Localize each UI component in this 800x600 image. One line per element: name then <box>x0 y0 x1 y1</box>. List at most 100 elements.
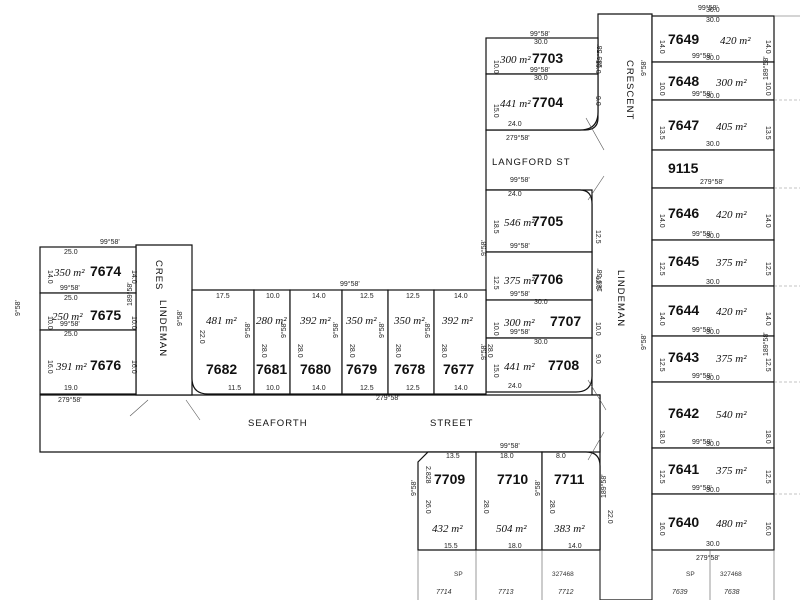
dimension-label: 30.0 <box>706 7 720 14</box>
dimension-label: 16.0 <box>130 360 137 374</box>
dimension-label: 14.0 <box>46 270 53 284</box>
dimension-label: 14.0 <box>658 312 665 326</box>
lot-7711[interactable] <box>541 451 601 551</box>
lot-7643[interactable] <box>651 335 775 383</box>
dimension-label: 12.5 <box>764 358 771 372</box>
dimension-label: 10.0 <box>266 385 280 392</box>
lot-number-7642: 7642 <box>668 405 699 421</box>
lot-7682[interactable] <box>191 289 255 395</box>
lot-area-7640: 480 m² <box>716 518 747 530</box>
bearing-label: 9°58' <box>640 60 648 76</box>
bearing-label: 99°58' <box>530 30 550 38</box>
lot-7642[interactable] <box>651 381 775 449</box>
lot-7645[interactable] <box>651 239 775 287</box>
dimension-label: 26.0 <box>424 500 431 514</box>
dimension-label: 12.5 <box>360 293 374 300</box>
dimension-label: 10.0 <box>266 293 280 300</box>
street-lindeman-right: LINDEMAN <box>615 270 626 327</box>
dimension-label: 18.5 <box>492 220 499 234</box>
lot-7678[interactable] <box>387 289 435 395</box>
dimension-label: 12.5 <box>764 262 771 276</box>
lot-number-7645: 7645 <box>668 253 699 269</box>
dimension-label: 28.0 <box>486 344 493 358</box>
lot-7708[interactable] <box>485 337 593 393</box>
lot-7679[interactable] <box>341 289 389 395</box>
dimension-label: 16.0 <box>764 522 771 536</box>
dimension-label: 10.0 <box>46 316 53 330</box>
lot-7648[interactable] <box>651 61 775 101</box>
lot-7680[interactable] <box>289 289 343 395</box>
lot-7705[interactable] <box>485 189 593 253</box>
adjoining-lot-7713: 7713 <box>498 589 514 596</box>
seaforth-street-reserve <box>39 394 601 453</box>
lot-7709[interactable] <box>417 451 477 551</box>
bearing-label: 99°58' <box>340 280 360 288</box>
lot-area-7703: 300 m² <box>499 54 531 66</box>
lot-number-7708: 7708 <box>548 357 579 373</box>
adjoining-lot-7639: 7639 <box>672 589 688 596</box>
lot-7703[interactable] <box>485 37 599 75</box>
bearing-label: 9°58' <box>244 322 252 338</box>
bearing-label: 99°58' <box>692 230 712 238</box>
bearing-label: 9°58' <box>480 240 488 256</box>
lot-area-7647: 405 m² <box>716 121 747 133</box>
lot-area-7711: 383 m² <box>553 523 585 535</box>
dimension-label: 11.5 <box>228 385 241 392</box>
dimension-label: 10.0 <box>492 322 499 336</box>
dimension-label: 12.5 <box>406 293 420 300</box>
bearing-label: 9°58' <box>480 344 488 360</box>
lot-number-7678: 7678 <box>394 361 425 377</box>
dimension-label: 30.0 <box>706 55 720 62</box>
dimension-label: 18.0 <box>508 543 522 550</box>
dimension-label: 28.0 <box>296 344 303 358</box>
lot-7704[interactable] <box>485 73 599 131</box>
lot-area-7681: 280 m² <box>256 315 287 327</box>
dimension-label: 9.0 <box>594 96 601 106</box>
bearing-label: 9°58' <box>332 322 340 338</box>
lot-7644[interactable] <box>651 285 775 337</box>
lot-number-7711: 7711 <box>554 471 585 487</box>
lot-7649[interactable] <box>651 15 775 63</box>
lot-7675[interactable] <box>39 292 137 331</box>
bearing-label: 99°58' <box>692 484 712 492</box>
street-lindeman-left: LINDEMAN <box>157 300 168 357</box>
dimension-label: 16.0 <box>658 522 665 536</box>
lot-7677[interactable] <box>433 289 487 395</box>
dimension-label: 30.0 <box>706 17 720 24</box>
dimension-label: 14.0 <box>764 40 771 54</box>
bearing-label: 99°58' <box>692 90 712 98</box>
street-cres-left: CRES <box>153 260 164 290</box>
dimension-label: 10.0 <box>764 82 771 96</box>
lot-area-7677: 392 m² <box>441 315 473 327</box>
lot-7674[interactable] <box>39 246 137 294</box>
dimension-label: 25.0 <box>64 331 78 338</box>
dimension-label: 10.0 <box>594 322 601 336</box>
lot-number-7644: 7644 <box>668 302 699 318</box>
bearing-label: 9°58' <box>176 310 184 326</box>
lot-7706[interactable] <box>485 251 593 301</box>
lot-number-7674: 7674 <box>90 263 121 279</box>
dimension-label: 10.0 <box>492 60 499 74</box>
dimension-label: 14.0 <box>312 293 326 300</box>
dimension-label: 28.0 <box>260 344 267 358</box>
bearing-label: 99°58' <box>60 320 80 328</box>
lot-number-7648: 7648 <box>668 73 699 89</box>
lot-number-9115: 9115 <box>668 160 699 176</box>
dimension-label: 24.0 <box>508 383 522 390</box>
dimension-label: 25.0 <box>64 249 78 256</box>
lot-7676[interactable] <box>39 329 137 395</box>
dimension-label: 9.0 <box>594 354 601 364</box>
lot-area-7641: 375 m² <box>715 465 747 477</box>
bearing-label: 99°58' <box>510 176 530 184</box>
lot-7681[interactable] <box>253 289 291 395</box>
lot-7707[interactable] <box>485 299 593 339</box>
dimension-label: 14.0 <box>130 270 137 284</box>
dimension-label: 30.0 <box>534 75 548 82</box>
bearing-label: 9°58' <box>14 300 22 316</box>
dimension-label: 14.0 <box>764 312 771 326</box>
lot-area-7649: 420 m² <box>720 35 751 47</box>
lot-7640[interactable] <box>651 493 775 551</box>
dimension-label: 14.0 <box>312 385 326 392</box>
lot-area-7642: 540 m² <box>716 409 747 421</box>
